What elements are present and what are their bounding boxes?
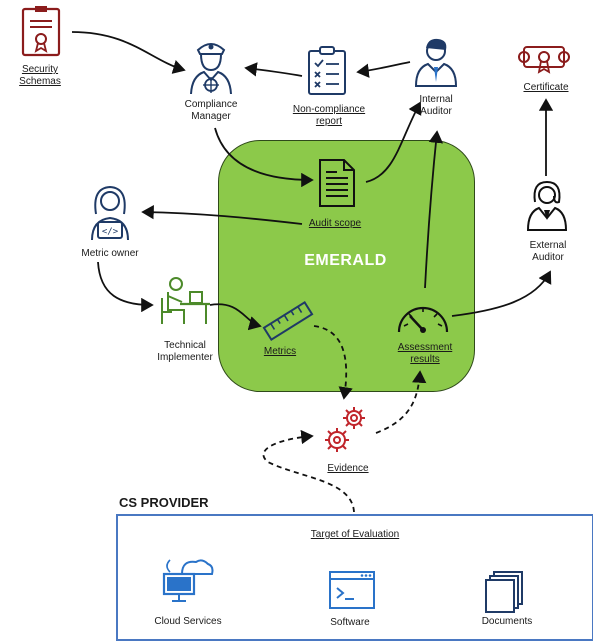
developer-icon: </>: [91, 185, 129, 241]
arrow-scope-to-internal-auditor: [365, 101, 422, 183]
terminal-window-icon: [329, 571, 375, 609]
arrow-manager-to-scope: [214, 127, 314, 188]
emerald-title: EMERALD: [304, 252, 387, 269]
arrow-evidence-to-assessment: [375, 370, 427, 434]
non-compliance-report-label[interactable]: Non-compliance report: [292, 104, 366, 127]
businesswoman-icon: [526, 180, 568, 231]
cloud-services-label: Cloud Services: [154, 616, 222, 627]
businessman-icon: [414, 38, 458, 87]
cs-provider-title: CS PROVIDER: [119, 495, 209, 510]
arrow-assessment-to-external-auditor: [451, 270, 552, 317]
software-label: Software: [330, 617, 370, 628]
worker-at-desk-icon: [161, 277, 210, 324]
metrics-label[interactable]: Metrics: [263, 346, 297, 357]
gears-icon: [325, 407, 365, 452]
checklist-icon: [308, 46, 346, 95]
document-icon: [319, 159, 355, 207]
compliance-manager-label: Compliance Manager: [184, 99, 238, 122]
arrow-auditor-to-report: [356, 61, 411, 78]
audit-scope-label[interactable]: Audit scope: [308, 218, 362, 229]
arrow-scope-to-metric-owner: [141, 204, 303, 225]
arrow-owner-to-implementer: [97, 261, 154, 313]
arrow-assessment-to-internal-auditor: [424, 130, 444, 289]
assessment-results-label[interactable]: Assessment results: [397, 342, 453, 365]
svg-text:</>: </>: [102, 227, 119, 237]
captain-icon: [190, 43, 232, 95]
technical-implementer-label: Technical Implementer: [157, 340, 213, 363]
ruler-icon: [262, 300, 314, 342]
external-auditor-label: External Auditor: [529, 240, 567, 263]
diploma-icon: [518, 46, 570, 74]
cloud-computer-icon: [162, 559, 214, 602]
security-schemas-label[interactable]: Security Schemas: [19, 64, 61, 87]
target-of-evaluation-label[interactable]: Target of Evaluation: [310, 529, 400, 540]
documents-label: Documents: [481, 616, 533, 627]
arrow-report-to-manager: [244, 62, 303, 77]
certificate-label[interactable]: Certificate: [523, 82, 569, 93]
gauge-icon: [397, 306, 449, 333]
internal-auditor-label: Internal Auditor: [419, 94, 453, 117]
arrow-schemas-to-manager: [71, 31, 186, 74]
arrow-implementer-to-metrics: [209, 303, 262, 331]
documents-icon: [485, 571, 523, 613]
arrow-metrics-to-evidence: [313, 325, 353, 400]
metric-owner-label: Metric owner: [81, 248, 139, 259]
evidence-label[interactable]: Evidence: [327, 463, 369, 474]
certificate-document-icon: [21, 6, 61, 57]
